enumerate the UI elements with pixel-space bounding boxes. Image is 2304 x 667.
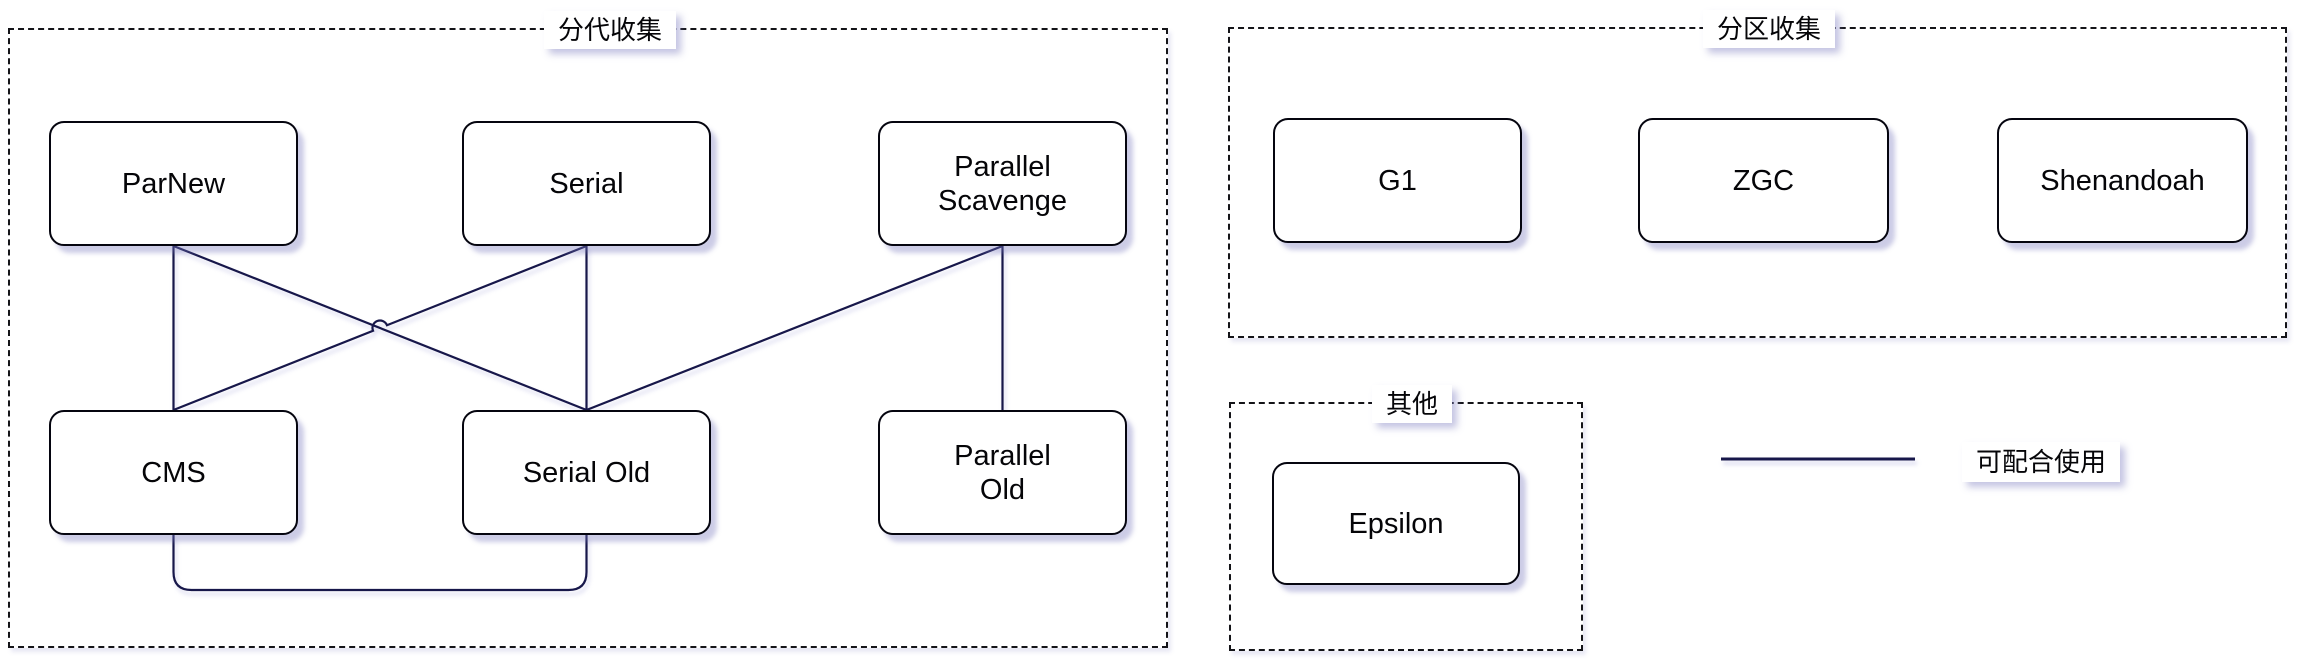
group-title-regional: 分区收集 [1702,10,1836,48]
node-label-cms: CMS [141,456,206,489]
node-serial-old: Serial Old [462,410,711,535]
node-parallel-old: Parallel Old [878,410,1127,535]
connector-parnew-serial-old [173,244,587,412]
group-title-other: 其他 [1371,385,1453,423]
node-label-serial-old: Serial Old [522,456,651,489]
node-serial: Serial [462,121,711,246]
node-label-epsilon: Epsilon [1348,507,1444,540]
connector-cms-serial-old [172,535,588,592]
node-label-shenandoah: Shenandoah [2040,164,2205,197]
legend-label: 可配合使用 [1961,442,2121,482]
connector-parallel-scavenge-serial-old [586,244,1003,412]
node-shenandoah: Shenandoah [1997,118,2248,243]
group-other: 其他 [1229,385,1583,651]
group-generational-collection: 分代收集 [8,11,1168,648]
node-label-parallel-old: Parallel Old [954,439,1051,506]
node-label-parnew: ParNew [121,167,226,200]
group-title-generational: 分代收集 [543,11,677,49]
node-parallel-scavenge: Parallel Scavenge [878,121,1127,246]
node-label-zgc: ZGC [1732,164,1795,197]
connector-serial-cms [173,244,587,412]
node-label-serial: Serial [549,167,624,200]
node-epsilon: Epsilon [1272,462,1520,585]
node-label-g1: G1 [1378,164,1417,197]
node-cms: CMS [49,410,298,535]
node-label-parallel-scavenge: Parallel Scavenge [938,150,1067,217]
group-regional-collection: 分区收集 [1228,10,2287,338]
node-parnew: ParNew [49,121,298,246]
node-zgc: ZGC [1638,118,1889,243]
node-g1: G1 [1273,118,1522,243]
